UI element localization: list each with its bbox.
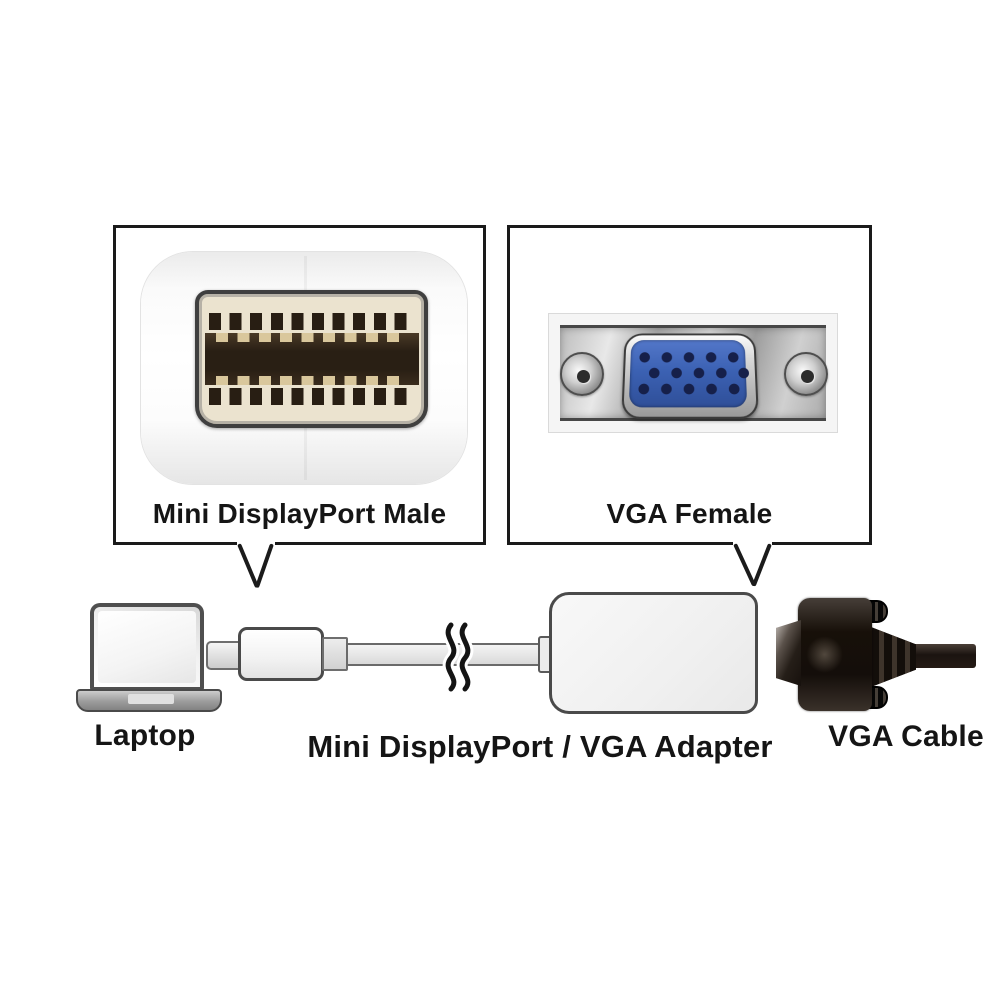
mini-displayport-port-icon bbox=[195, 290, 428, 428]
port-contact-band bbox=[204, 333, 419, 385]
screw-hole bbox=[577, 370, 590, 383]
vga-screw-post-left-icon bbox=[560, 352, 604, 396]
vga-connector-icon bbox=[621, 332, 759, 419]
port-pin-row-bottom bbox=[208, 388, 415, 405]
callout-tail-gap-right bbox=[733, 541, 772, 548]
label-vga-cable: VGA Cable bbox=[828, 720, 984, 753]
vga-cable-dsub-plug bbox=[776, 620, 801, 686]
screw-hole bbox=[801, 370, 814, 383]
vga-hole-row-bottom bbox=[632, 381, 746, 397]
vga-metal-shell bbox=[621, 333, 759, 419]
mini-displayport-plug-body bbox=[238, 627, 324, 681]
vga-hole-row-middle bbox=[642, 366, 756, 380]
port-pin-row-top bbox=[208, 313, 415, 330]
callout-box-mini-displayport: Mini DisplayPort Male bbox=[113, 225, 486, 545]
mini-displayport-plug-neck bbox=[322, 637, 348, 671]
callout-tail-gap-left bbox=[237, 541, 275, 548]
laptop-base bbox=[76, 689, 222, 712]
vga-screw-post-right-icon bbox=[784, 352, 828, 396]
vga-blue-socket bbox=[628, 340, 756, 408]
port-gold-contacts-bottom bbox=[215, 376, 408, 385]
laptop-icon bbox=[90, 603, 204, 691]
label-adapter: Mini DisplayPort / VGA Adapter bbox=[307, 729, 773, 764]
laptop-touchpad bbox=[128, 694, 174, 704]
callout-label-vga-female: VGA Female bbox=[606, 498, 773, 529]
vga-hole-row-top bbox=[633, 350, 745, 365]
callout-tail-right-b bbox=[751, 543, 772, 587]
callout-tail-left-b bbox=[254, 543, 274, 589]
vga-cable-connector-body bbox=[798, 598, 872, 711]
port-gold-contacts-top bbox=[215, 333, 408, 342]
callout-box-vga-female: VGA Female bbox=[507, 225, 872, 545]
vga-cable-cord bbox=[912, 644, 976, 668]
mini-displayport-plug-tip bbox=[206, 641, 240, 670]
label-laptop: Laptop bbox=[94, 719, 196, 752]
cable-break-squiggle-icon bbox=[442, 622, 474, 692]
laptop-display bbox=[98, 611, 196, 683]
callout-label-mini-displayport: Mini DisplayPort Male bbox=[152, 498, 447, 529]
adapter-body bbox=[549, 592, 758, 714]
